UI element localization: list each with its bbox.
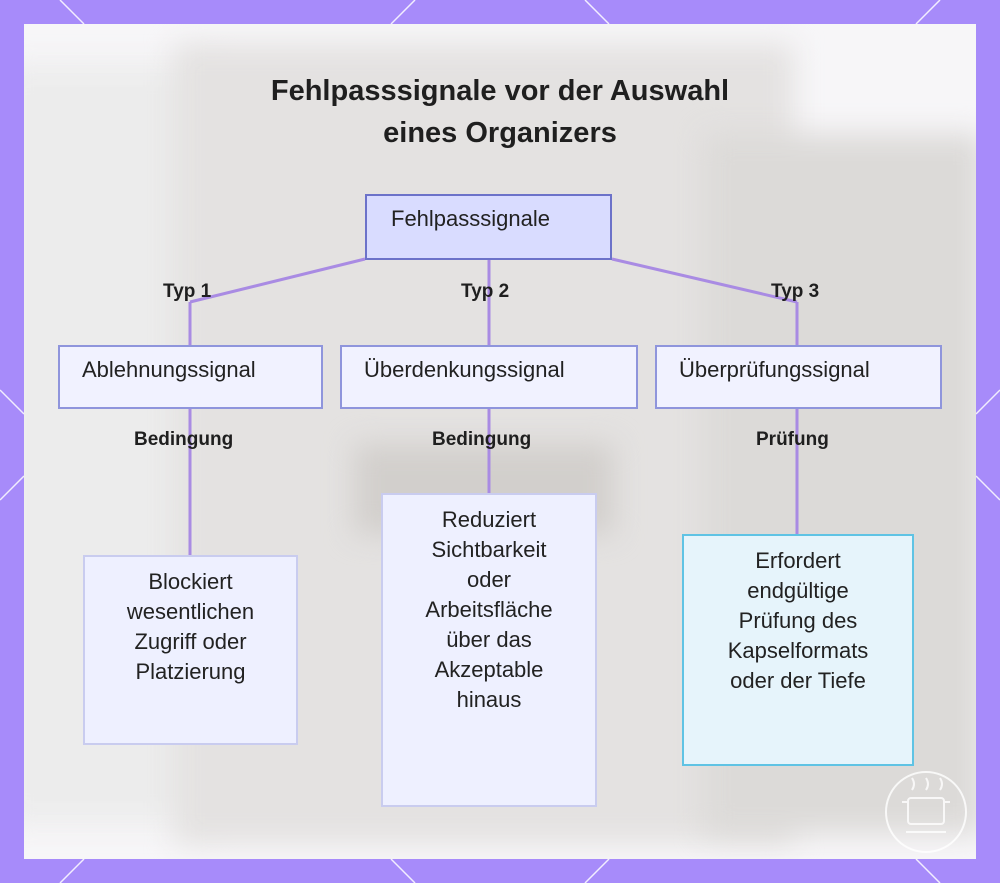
cooking-pot-icon [885, 771, 967, 853]
leaf-line: wesentlichen [126, 599, 255, 624]
leaf-line: Erfordert [755, 548, 841, 573]
leaf-line: Akzeptable [434, 657, 544, 682]
title-line-2: eines Organizers [383, 117, 617, 149]
node-ueberdenkungssignal: Überdenkungssignal [340, 345, 638, 409]
connector-root-typ1 [189, 257, 366, 304]
leaf-line: Prüfung des [738, 608, 858, 633]
diagram-title: Fehlpasssignale vor der Auswahl eines Or… [200, 70, 800, 154]
leaf-line: hinaus [456, 687, 522, 712]
connector-root-typ3 [611, 257, 798, 304]
edge-label-typ1: Typ 1 [163, 281, 212, 302]
leaf-node-1: Blockiert wesentlichen Zugriff oder Plat… [83, 555, 298, 745]
leaf-line: endgültige [747, 578, 849, 603]
edge-label-typ3: Typ 3 [771, 281, 820, 302]
leaf-line: über das [446, 627, 532, 652]
relation-label-2: Bedingung [432, 429, 532, 450]
node-label: Ablehnungssignal [82, 357, 256, 382]
node-ueberpruefungssignal: Überprüfungssignal [655, 345, 942, 409]
relation-label-1: Bedingung [134, 429, 234, 450]
leaf-node-3: Erfordert endgültige Prüfung des Kapself… [682, 534, 914, 766]
leaf-line: oder der Tiefe [730, 668, 866, 693]
node-label: Überdenkungssignal [364, 357, 565, 382]
leaf-line: Reduziert [441, 507, 537, 532]
leaf-line: oder [466, 567, 512, 592]
leaf-line: Sichtbarkeit [431, 537, 547, 562]
leaf-line: Platzierung [135, 659, 246, 684]
leaf-line: Kapselformats [727, 638, 869, 663]
root-node-label: Fehlpasssignale [391, 206, 550, 231]
leaf-line: Zugriff oder [134, 629, 247, 654]
leaf-line: Blockiert [148, 569, 233, 594]
leaf-line: Arbeitsfläche [425, 597, 553, 622]
node-label: Überprüfungssignal [679, 357, 870, 382]
leaf-node-2: Reduziert Sichtbarkeit oder Arbeitsfläch… [381, 493, 597, 807]
title-line-1: Fehlpasssignale vor der Auswahl [270, 75, 730, 107]
relation-label-3: Prüfung [756, 429, 829, 450]
node-ablehnungssignal: Ablehnungssignal [58, 345, 323, 409]
edge-label-typ2: Typ 2 [461, 281, 510, 302]
root-node: Fehlpasssignale [365, 194, 612, 260]
